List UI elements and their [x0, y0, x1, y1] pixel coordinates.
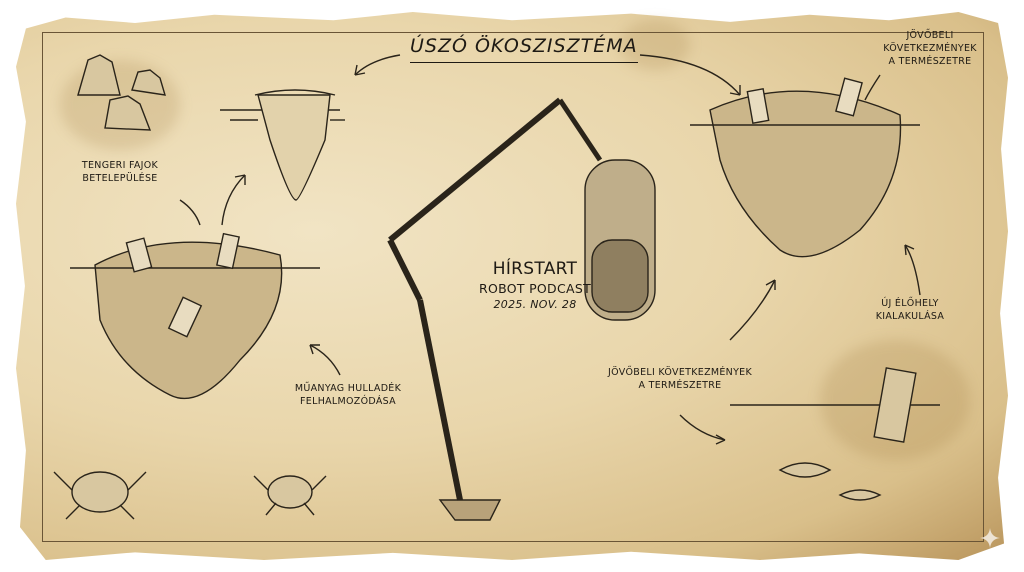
label-plastic-accumulation: MŰANYAG HULLADÉK FELHALMOZÓDÁSA [278, 383, 418, 409]
label-marine-species: TENGERI FAJOK BETELEPÜLÉSE [70, 160, 170, 186]
podcast-subtitle: ROBOT PODCAST [478, 280, 592, 296]
label-line: BETELEPÜLÉSE [82, 172, 158, 184]
label-line: TENGERI FAJOK [81, 160, 159, 171]
label-future-consequences-top: JÖVŐBELI KÖVETKEZMÉNYEK A TERMÉSZETRE [870, 30, 990, 68]
label-line: MŰANYAG HULLADÉK [294, 383, 402, 394]
podcast-microphone [387, 97, 656, 521]
label-line: ÚJ ÉLŐHELY [881, 298, 939, 309]
label-line: FELHALMOZÓDÁSA [300, 395, 396, 407]
crab-icon [253, 475, 327, 516]
crab-icon [53, 471, 147, 520]
plastic-island-left [70, 232, 320, 400]
arrows [179, 54, 921, 445]
label-line: KIALAKULÁSA [875, 310, 945, 322]
barnacles-icon [77, 54, 166, 131]
border-frame [42, 32, 984, 542]
label-line: A TERMÉSZETRE [888, 55, 972, 67]
plastic-island-right [690, 77, 920, 258]
label-new-habitat: ÚJ ÉLŐHELY KIALAKULÁSA [860, 298, 960, 324]
podcast-info: HÍRSTART ROBOT PODCAST 2025. NOV. 28 [470, 258, 600, 313]
label-future-consequences-bottom: JÖVŐBELI KÖVETKEZMÉNYEK A TERMÉSZETRE [585, 367, 775, 393]
sparkle-icon [980, 528, 1000, 548]
underwater-debris [730, 367, 940, 501]
podcast-name: HÍRSTART [492, 259, 578, 279]
floating-habitat-cross-section [220, 89, 345, 201]
poster-title: ÚSZÓ ÖKOSZISZTÉMA [410, 34, 638, 63]
label-line: JÖVŐBELI [906, 30, 954, 41]
label-line: A TERMÉSZETRE [638, 379, 722, 391]
podcast-date: 2025. NOV. 28 [493, 297, 577, 311]
label-line: KÖVETKEZMÉNYEK [883, 42, 977, 54]
label-line: JÖVŐBELI KÖVETKEZMÉNYEK [607, 367, 753, 378]
